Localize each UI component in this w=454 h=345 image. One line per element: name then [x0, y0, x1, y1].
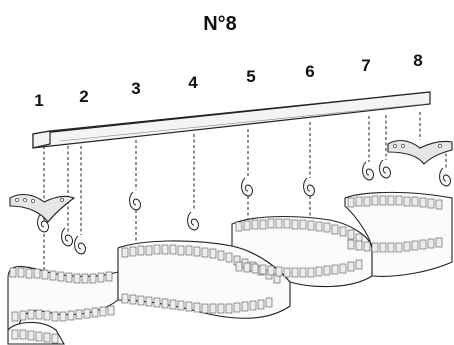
curtain-rail — [32, 91, 431, 149]
hook-1 — [37, 213, 49, 233]
position-label-8: 8 — [413, 51, 422, 70]
end-bracket-right — [387, 139, 453, 165]
tape-cells — [9, 195, 443, 344]
hook-4 — [187, 211, 199, 231]
suspension-wires — [43, 112, 447, 270]
hook-6 — [303, 177, 315, 197]
hook-clips — [37, 159, 451, 255]
position-label-1: 1 — [34, 91, 43, 110]
diagram-title: N°8 — [203, 13, 237, 35]
hook-2a — [61, 227, 73, 247]
end-bracket-left — [9, 193, 76, 223]
hook-7a — [362, 161, 374, 181]
position-label-7: 7 — [361, 56, 370, 75]
wave-curtain — [7, 191, 453, 345]
position-label-3: 3 — [131, 79, 140, 98]
hook-7b — [379, 159, 391, 179]
position-label-6: 6 — [305, 62, 314, 81]
hook-2b — [74, 235, 86, 255]
hook-3 — [129, 191, 141, 211]
position-labels: 1 2 3 4 5 6 7 8 — [34, 51, 422, 110]
hook-8 — [439, 167, 451, 187]
position-label-5: 5 — [246, 67, 255, 86]
position-label-2: 2 — [79, 87, 88, 106]
hook-5 — [241, 177, 253, 197]
position-label-4: 4 — [188, 73, 198, 92]
